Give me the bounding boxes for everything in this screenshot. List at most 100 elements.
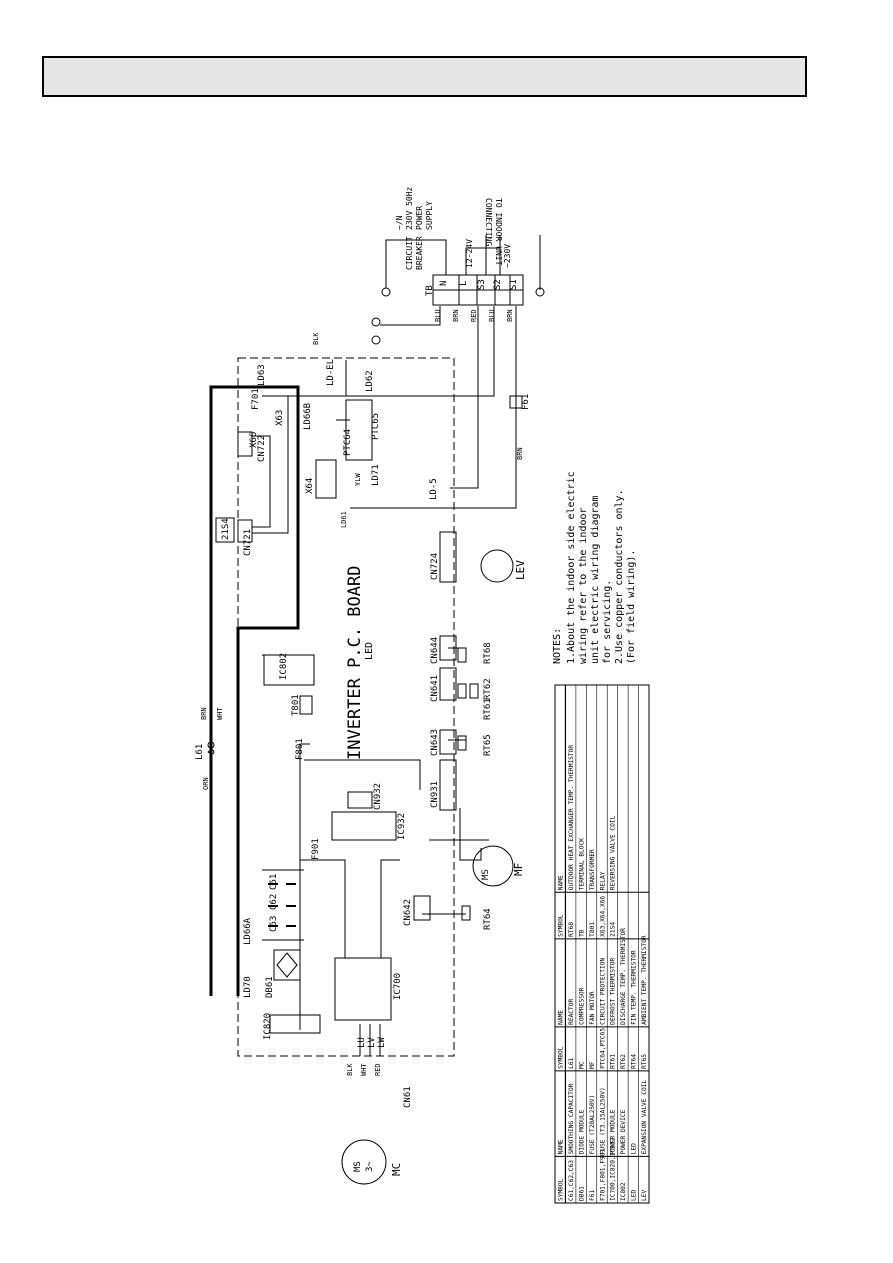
- notes-line-4: for servicing.: [602, 580, 613, 664]
- label-db61: DB61: [265, 976, 275, 998]
- ic700-block: [334, 957, 392, 1021]
- label-mc: MC: [390, 1163, 403, 1176]
- tb-brn: BRN: [452, 309, 460, 322]
- label-cn61: CN61: [403, 1086, 413, 1108]
- legend-cell: RT65: [641, 1054, 648, 1069]
- label-ld66a: LD66A: [243, 917, 253, 945]
- cn722-connector: [237, 431, 253, 457]
- label-red-bottom: RED: [374, 1063, 382, 1076]
- breaker-label-1: CIRCUIT: [405, 236, 414, 270]
- cn642-connector: [413, 895, 431, 921]
- label-ylw: YLW: [354, 473, 362, 486]
- legend-table: SYMBOLNAMESYMBOLNAMESYMBOLNAMEC61,C62,C6…: [554, 684, 650, 1204]
- label-21s4: 21S4: [221, 518, 231, 540]
- legend-cell: X63,X64,X66: [599, 896, 606, 937]
- supply-label-2: 230V 50Hz: [405, 186, 414, 230]
- cn641-connector: [439, 667, 457, 701]
- capacitors: [262, 869, 304, 941]
- label-ld61: LD61: [340, 511, 348, 528]
- motor-mc: [341, 1139, 387, 1185]
- tb-red: RED: [470, 309, 478, 322]
- legend-cell: RT61: [610, 1054, 617, 1069]
- legend-cell: RT68: [568, 922, 575, 937]
- legend-header-cell: NAME: [558, 875, 565, 890]
- tb-terminal-s2: S2: [493, 279, 503, 290]
- tb-terminal-s3: S3: [477, 279, 487, 290]
- tb-terminal-n: N: [439, 281, 449, 286]
- legend-header-cell: NAME: [558, 1139, 565, 1154]
- legend-cell: DEFROST THERMISTOR: [610, 958, 617, 1025]
- legend-cell: MC: [578, 1061, 585, 1069]
- label-mf: MF: [512, 863, 525, 876]
- label-ic932: IC932: [397, 813, 407, 840]
- ic802-block: [263, 654, 315, 686]
- label-rt61: RT61: [483, 698, 493, 720]
- notes-line-6: (For field wiring).: [626, 550, 637, 664]
- label-ms-comp: MS: [353, 1161, 363, 1172]
- tb-blu: BLU: [434, 309, 442, 322]
- label-t801: T801: [291, 694, 301, 716]
- legend-cell: TB: [578, 929, 585, 937]
- label-cn641: CN641: [430, 675, 440, 702]
- breaker-label-2: BREAKER: [415, 236, 424, 270]
- motor-mf: [472, 845, 514, 887]
- notes-line-2: wiring refer to the indoor: [578, 507, 589, 664]
- tb-brn-2: BRN: [506, 309, 514, 322]
- legend-cell: FAN MOTOR: [589, 991, 596, 1025]
- label-orn: ORN: [202, 777, 210, 790]
- header-bar: [42, 56, 807, 97]
- legend-header-cell: SYMBOL: [558, 1046, 565, 1069]
- label-rt64: RT64: [483, 908, 493, 930]
- led-label: LED: [364, 642, 375, 660]
- label-blk-top: BLK: [312, 332, 320, 345]
- legend-cell: REACTOR: [568, 999, 575, 1025]
- notes-title: NOTES:: [552, 628, 563, 664]
- label-ld5: LD-5: [429, 478, 439, 500]
- legend-cell: DB61: [578, 1186, 585, 1201]
- label-ms3: 3~: [365, 1161, 375, 1172]
- label-cn931: CN931: [430, 781, 440, 808]
- legend-cell: TRANSFORMER: [589, 849, 596, 890]
- legend-cell: EXPANSION VALVE COIL: [641, 1080, 648, 1155]
- label-ic820: IC820: [263, 1013, 273, 1040]
- x64-relay: [315, 459, 337, 499]
- label-ic802: IC802: [279, 653, 289, 680]
- label-ld70: LD70: [243, 976, 253, 998]
- legend-cell: IC700,IC820,IC932: [610, 1137, 617, 1201]
- label-f801: F801: [295, 738, 305, 760]
- tb-terminal-l: L: [459, 281, 469, 286]
- cn931-connector: [439, 759, 457, 811]
- cn721-connector: [237, 519, 253, 543]
- dc-voltage: 12-24V: [465, 239, 474, 268]
- legend-cell: REVERSING VALVE COIL: [610, 815, 617, 890]
- label-brn-field: BRN: [516, 447, 524, 460]
- ac-voltage: ~230V: [503, 244, 512, 268]
- label-x64: X64: [305, 478, 315, 494]
- label-ptc64: PTC64: [343, 429, 353, 456]
- label-cn932: CN932: [373, 783, 383, 810]
- legend-cell: COMPRESSOR: [578, 987, 585, 1025]
- tb-label: TB: [425, 285, 435, 296]
- label-brn-top: BRN: [200, 707, 208, 720]
- supply-label-4: SUPPLY: [425, 201, 434, 230]
- label-cn644: CN644: [430, 637, 440, 664]
- legend-cell: 21S4: [610, 922, 617, 937]
- legend-cell: IC802: [620, 1182, 627, 1201]
- notes-line-3: unit electric wiring diagram: [590, 495, 601, 664]
- legend-cell: POWER MODULE: [610, 1109, 617, 1154]
- t801-block: [299, 695, 313, 715]
- label-rt65: RT65: [483, 734, 493, 756]
- legend-cell: LED: [631, 1143, 638, 1154]
- legend-cell: RT64: [631, 1054, 638, 1069]
- ptc-block: [345, 399, 373, 461]
- label-blk-bottom: BLK: [346, 1063, 354, 1076]
- legend-cell: C61,C62,C63: [568, 1160, 575, 1201]
- connecting-2: CONNECTING: [484, 198, 493, 246]
- legend-header-cell: SYMBOL: [558, 914, 565, 937]
- label-rt68: RT68: [483, 642, 493, 664]
- legend-cell: RELAY: [599, 871, 606, 890]
- label-lv: LV: [367, 1037, 377, 1048]
- s4-coil: [215, 517, 235, 543]
- label-c62: C62: [269, 894, 279, 910]
